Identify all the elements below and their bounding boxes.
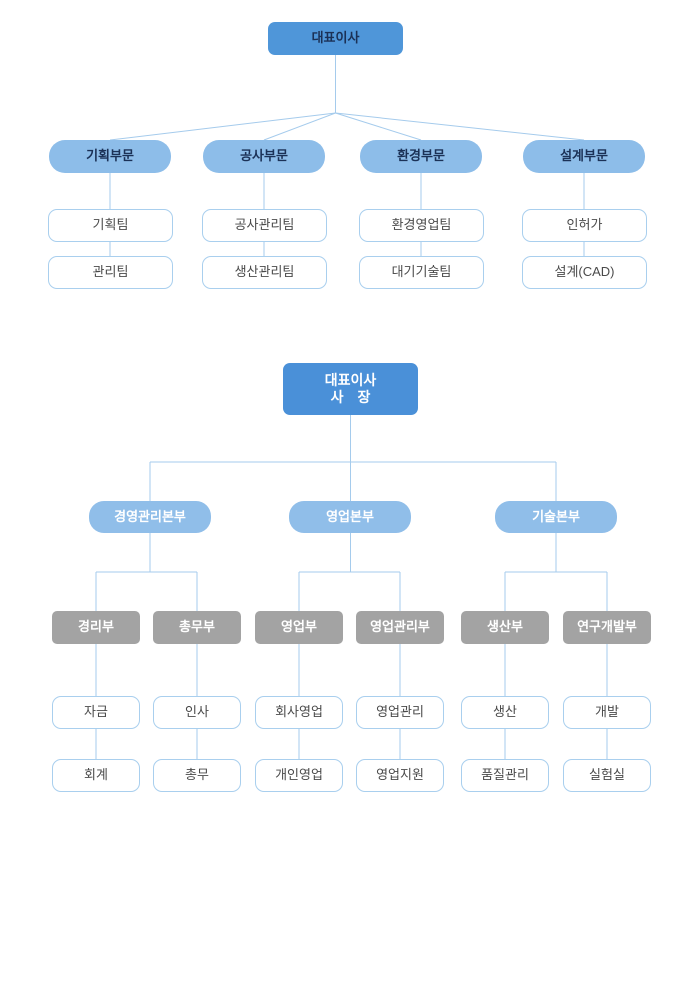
chart1-leaf-node: 공사관리팀 <box>202 209 327 242</box>
chart2-leaf-node: 회사영업 <box>255 696 343 729</box>
chart2-leaf-node: 개발 <box>563 696 651 729</box>
chart1-branch-node: 환경부문 <box>360 140 482 173</box>
chart1-branch-node: 기획부문 <box>49 140 171 173</box>
chart2-root-node: 대표이사 사장 <box>283 363 418 415</box>
chart1-leaf-node: 관리팀 <box>48 256 173 289</box>
chart1-root-node: 대표이사 <box>268 22 403 55</box>
chart2-leaf-node: 개인영업 <box>255 759 343 792</box>
chart2-leaf-node: 인사 <box>153 696 241 729</box>
chart2-connectors <box>95 415 608 759</box>
chart1-leaf-node: 대기기술팀 <box>359 256 484 289</box>
chart1-leaf-node: 생산관리팀 <box>202 256 327 289</box>
chart2-division-node: 영업본부 <box>289 501 411 533</box>
chart2-leaf-node: 총무 <box>153 759 241 792</box>
chart2-leaf-node: 자금 <box>52 696 140 729</box>
chart2-department-node: 경리부 <box>52 611 140 644</box>
chart2-leaf-node: 회계 <box>52 759 140 792</box>
chart2-division-node: 기술본부 <box>495 501 617 533</box>
chart2-leaf-node: 실험실 <box>563 759 651 792</box>
chart2-leaf-node: 영업지원 <box>356 759 444 792</box>
chart2-root-subtitle: 사장 <box>330 389 385 405</box>
chart1-branch-node: 공사부문 <box>203 140 325 173</box>
chart2-root-title: 대표이사 <box>324 371 377 388</box>
chart1-leaf-node: 설계(CAD) <box>522 256 647 289</box>
chart1-leaf-node: 환경영업팀 <box>359 209 484 242</box>
chart2-leaf-node: 품질관리 <box>461 759 549 792</box>
chart2-division-node: 경영관리본부 <box>89 501 211 533</box>
chart2-department-node: 영업관리부 <box>356 611 444 644</box>
chart1-leaf-node: 인허가 <box>522 209 647 242</box>
chart2-department-node: 총무부 <box>153 611 241 644</box>
chart1-branch-node: 설계부문 <box>523 140 645 173</box>
chart1-leaf-node: 기획팀 <box>48 209 173 242</box>
chart2-leaf-node: 생산 <box>461 696 549 729</box>
chart2-department-node: 생산부 <box>461 611 549 644</box>
chart2-department-node: 연구개발부 <box>563 611 651 644</box>
chart2-department-node: 영업부 <box>255 611 343 644</box>
chart1-connectors <box>109 55 585 256</box>
chart2-leaf-node: 영업관리 <box>356 696 444 729</box>
